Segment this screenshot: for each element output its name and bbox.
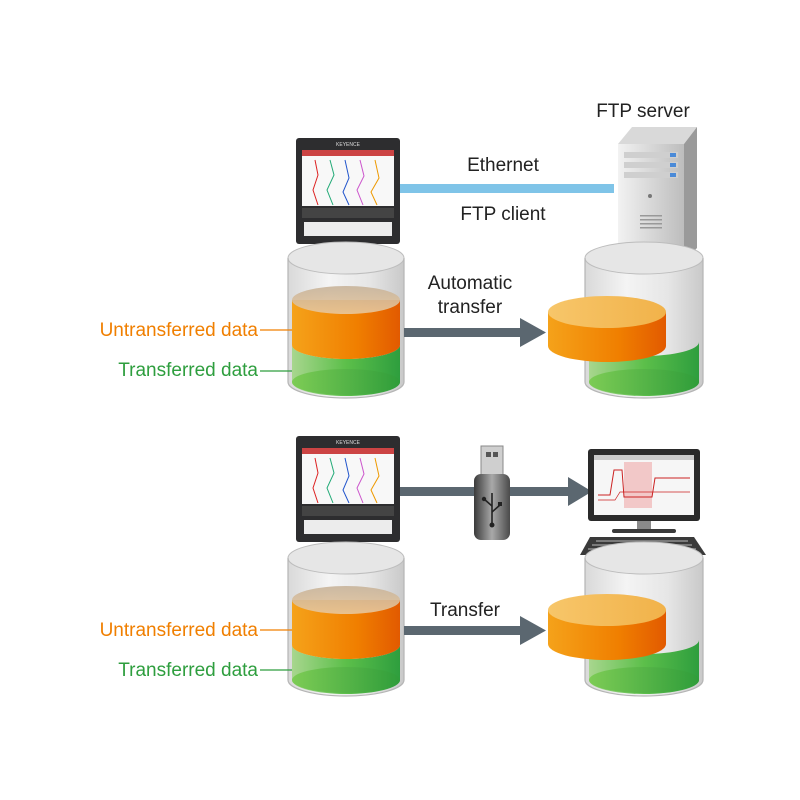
recorder-memory-cylinder-top (287, 241, 405, 399)
ftp-client-label: FTP client (460, 204, 546, 225)
brand-label: KEYENCE (336, 440, 361, 446)
ftp-server-label: FTP server (596, 101, 690, 122)
data-recorder-icon: KEYENCE (296, 138, 400, 244)
transferred-data-label-top: Transferred data (118, 360, 258, 381)
brand-label: KEYENCE (336, 142, 361, 148)
automatic-transfer-arrow (404, 318, 546, 347)
untransferred-data-label-bottom: Untransferred data (100, 620, 259, 641)
usb-drive-icon (474, 445, 510, 540)
transfer-arrow (404, 616, 546, 645)
transfer-label: Transfer (430, 600, 501, 621)
untransferred-data-label-top: Untransferred data (100, 320, 259, 341)
ethernet-label: Ethernet (467, 155, 540, 176)
ethernet-cable (400, 184, 614, 193)
transferred-data-label-bottom: Transferred data (118, 660, 258, 681)
transferred-data-disc-bottom (548, 594, 666, 660)
ftp-server-icon (618, 127, 697, 262)
data-recorder-icon: KEYENCE (296, 436, 400, 542)
automatic-transfer-label-line1: Automatic (428, 273, 512, 294)
automatic-transfer-label-line2: transfer (438, 297, 503, 318)
recorder-memory-cylinder-bottom (287, 541, 405, 697)
transferred-data-disc-top (548, 296, 666, 362)
pc-monitor-icon (588, 449, 700, 533)
